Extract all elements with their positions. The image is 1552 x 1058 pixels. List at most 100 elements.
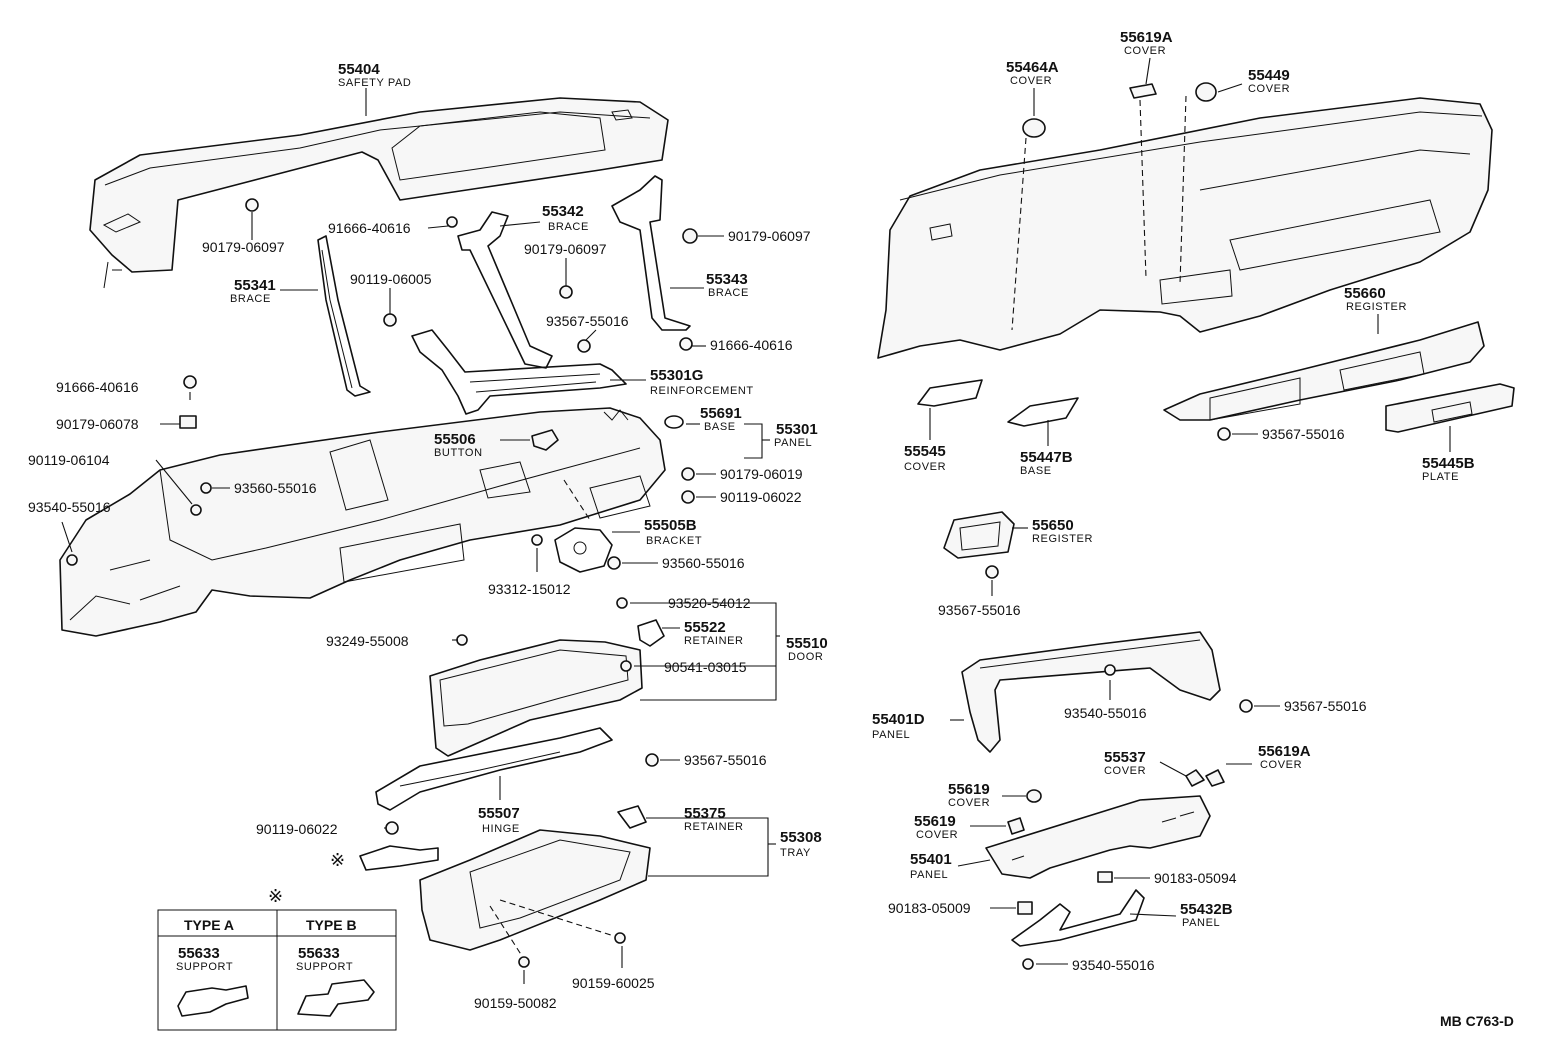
type-a-title: TYPE A [184,917,234,933]
fastener-label: 90183-05094 [1154,870,1237,886]
part-number-55445B: 55445B [1422,455,1475,472]
part-number-55401: 55401 [910,851,952,868]
hinge-drawing [375,727,613,811]
part-number-55404: 55404 [338,61,380,78]
part-number-55342: 55342 [542,203,584,220]
part-number-55505B: 55505B [644,517,697,534]
part-name-55510: DOOR [788,651,823,663]
part-number-55650: 55650 [1032,517,1074,534]
register-55650-drawing [943,511,1015,559]
type-marker-asterisk: ※ [330,850,345,871]
fastener-label: 90541-03015 [664,659,747,675]
part-name-55375: RETAINER [684,821,744,833]
part-name-55505B: BRACKET [646,535,702,547]
fastener-label: 90179-06078 [56,416,139,432]
part-name-55537: COVER [1104,765,1146,777]
part-labels: 55404 SAFETY PAD 55342 BRACE 55341 BRACE… [230,29,1475,929]
cover-55619A-top-drawing [1129,83,1157,99]
dashboard-assembly-drawing [877,97,1493,359]
fastener-label: 93540-55016 [1072,957,1155,973]
fastener-label: 93540-55016 [1064,705,1147,721]
button-drawing [531,429,559,451]
cover-55619-b-drawing [1007,817,1025,835]
instrument-panel-drawing [59,407,666,637]
part-name-55301: PANEL [774,437,812,449]
fastener-label: 93560-55016 [662,555,745,571]
panel-55401D-drawing [961,631,1221,753]
fastener-label: 90119-06022 [256,821,338,837]
base-55447B-drawing [1007,397,1079,427]
retainer-55522-drawing [637,619,665,647]
fastener-label: 90159-50082 [474,995,557,1011]
fastener-label: 93312-15012 [488,581,571,597]
fastener-label: 90159-60025 [572,975,655,991]
fastener-glyphs [66,198,1253,970]
part-number-55510: 55510 [786,635,828,652]
reinforcement-drawing [411,329,627,415]
part-number-55660: 55660 [1344,285,1386,302]
tray-drawing [419,829,651,951]
part-name-55619A-low: COVER [1260,759,1302,771]
cover-55619-a-drawing [1026,789,1042,803]
part-number-55619A-low: 55619A [1258,743,1311,760]
fastener-label: 91666-40616 [56,379,139,395]
type-b-part-number: 55633 [298,945,340,962]
fastener-label: 90179-06097 [728,228,811,244]
safety-pad-drawing [89,97,669,289]
part-number-55545: 55545 [904,443,946,460]
part-number-55401D: 55401D [872,711,925,728]
fastener-label: 93567-55016 [546,313,629,329]
panel-55432B-drawing [1011,889,1145,947]
part-name-55619A-top: COVER [1124,45,1166,57]
part-name-55691: BASE [704,421,736,433]
part-name-55401D: PANEL [872,729,910,741]
panel-55401-drawing [985,795,1211,879]
part-number-55343: 55343 [706,271,748,288]
part-name-55432B: PANEL [1182,917,1220,929]
part-number-55619A-top: 55619A [1120,29,1173,46]
part-number-55301G: 55301G [650,367,703,384]
part-number-55464A: 55464A [1006,59,1059,76]
part-name-55301G: REINFORCEMENT [650,385,754,397]
part-name-55341: BRACE [230,293,271,305]
part-name-55464A: COVER [1010,75,1052,87]
fastener-labels: 90179-06097 91666-40616 90179-06097 9017… [28,220,1367,1011]
fastener-label: 93567-55016 [684,752,767,768]
part-number-55432B: 55432B [1180,901,1233,918]
fastener-label: 93567-55016 [1284,698,1367,714]
part-name-55343: BRACE [708,287,749,299]
part-number-55301: 55301 [776,421,818,438]
cover-55545-drawing [917,379,983,407]
fastener-label: 93520-54012 [668,595,751,611]
type-box-labels: ※ ※ TYPE A TYPE B 55633 SUPPORT 55633 SU… [176,850,357,973]
brace-55343-drawing [611,175,691,331]
part-number-55449: 55449 [1248,67,1290,84]
brace-55341-drawing [317,235,371,397]
part-number-55537: 55537 [1104,749,1146,766]
fastener-label: 93560-55016 [234,480,317,496]
base-55691-drawing [664,415,684,429]
fastener-label: 91666-40616 [328,220,411,236]
part-number-55375: 55375 [684,805,726,822]
retainer-55375-drawing [617,805,647,829]
part-number-55619-b: 55619 [914,813,956,830]
support-bracket-drawing [359,845,439,871]
fastener-label: 90179-06019 [720,466,803,482]
cover-55464A-drawing [1022,118,1046,138]
fastener-label: 91666-40616 [710,337,793,353]
glove-door-drawing [429,639,643,757]
type-box [157,909,397,1031]
fastener-label: 90119-06005 [350,271,432,287]
part-name-55449: COVER [1248,83,1290,95]
cover-55449-drawing [1195,82,1217,102]
part-number-55308: 55308 [780,829,822,846]
part-name-55650: REGISTER [1032,533,1093,545]
part-name-55506: BUTTON [434,447,483,459]
part-number-55506: 55506 [434,431,476,448]
fastener-label: 90179-06097 [524,241,607,257]
part-name-55545: COVER [904,461,946,473]
part-name-55342: BRACE [548,221,589,233]
fastener-label: 90183-05009 [888,900,971,916]
reference-code: MB C763-D [1440,1013,1514,1029]
